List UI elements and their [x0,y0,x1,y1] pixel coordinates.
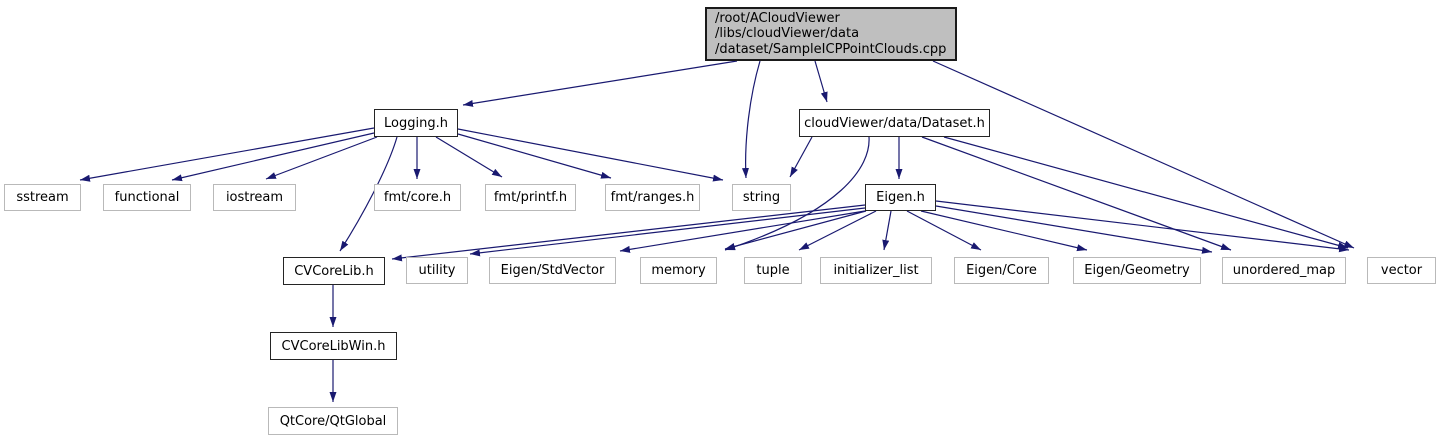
node-eigen-core: Eigen/Core [954,257,1049,284]
node-cvcorelibwin-h[interactable]: CVCoreLibWin.h [270,332,397,360]
node-tuple: tuple [744,257,802,284]
edge-eigen-to-vector [935,200,1350,253]
node-iostream: iostream [213,184,296,211]
node-initializer-list: initializer_list [820,257,932,284]
edge-main-to-vector [932,60,1355,249]
node-fmt-printf-h: fmt/printf.h [485,184,576,211]
node-fmt-core-h: fmt/core.h [374,184,461,211]
node-unordered-map: unordered_map [1222,257,1346,284]
edge-dataset-to-vector [943,136,1349,249]
edge-logging-to-string [457,128,724,182]
main-node-line-1: /root/ACloudViewer [715,10,840,26]
edge-dataset-to-string [789,136,813,178]
edge-logging-to-functional [171,132,375,182]
node-fmt-ranges-h: fmt/ranges.h [605,184,700,211]
edge-logging-to-fmtprintf [435,136,503,178]
node-memory: memory [640,257,717,284]
edge-eigen-to-utility [469,207,866,257]
node-qtcore-qtglobal: QtCore/QtGlobal [268,407,398,435]
edge-logging-to-cvcorelib [339,136,398,252]
edge-eigen-to-stdvector [619,210,866,253]
edge-eigen-to-tuple [798,210,877,251]
edge-eigen-to-eigengeom [920,210,1088,252]
node-string: string [732,184,791,211]
edge-eigen-to-memory [724,210,867,250]
node-eigen-geometry: Eigen/Geometry [1073,257,1201,284]
edge-logging-to-fmtranges [457,133,612,179]
edge-eigen-to-unorderedmap [935,205,1213,254]
node-functional: functional [103,184,191,211]
edge-eigen-to-cvcorelib [391,204,866,262]
edge-dataset-to-unorderedmap [921,136,1232,251]
node-main-source-file[interactable]: /root/ACloudViewer /libs/cloudViewer/dat… [705,7,957,61]
edge-eigen-to-initlist [882,210,892,251]
node-logging-h[interactable]: Logging.h [374,109,458,137]
node-utility: utility [406,257,468,284]
edge-logging-to-sstream [79,127,375,182]
edge-logging-to-iostream [265,136,378,180]
main-node-line-3: /dataset/SampleICPPointClouds.cpp [715,41,947,57]
edge-main-to-dataset [814,60,828,103]
node-sstream: sstream [4,184,81,211]
edge-dataset-to-memory [724,136,870,251]
edge-main-to-logging [462,60,738,107]
node-cvcorelib-h[interactable]: CVCoreLib.h [283,257,385,285]
edge-main-to-string [741,60,761,179]
node-eigen-stdvector: Eigen/StdVector [489,257,616,284]
node-dataset-h[interactable]: cloudViewer/data/Dataset.h [799,109,990,137]
edge-eigen-to-eigencore [906,210,982,251]
node-vector: vector [1367,257,1436,284]
main-node-line-2: /libs/cloudViewer/data [715,26,860,42]
node-eigen-h[interactable]: Eigen.h [865,184,936,211]
